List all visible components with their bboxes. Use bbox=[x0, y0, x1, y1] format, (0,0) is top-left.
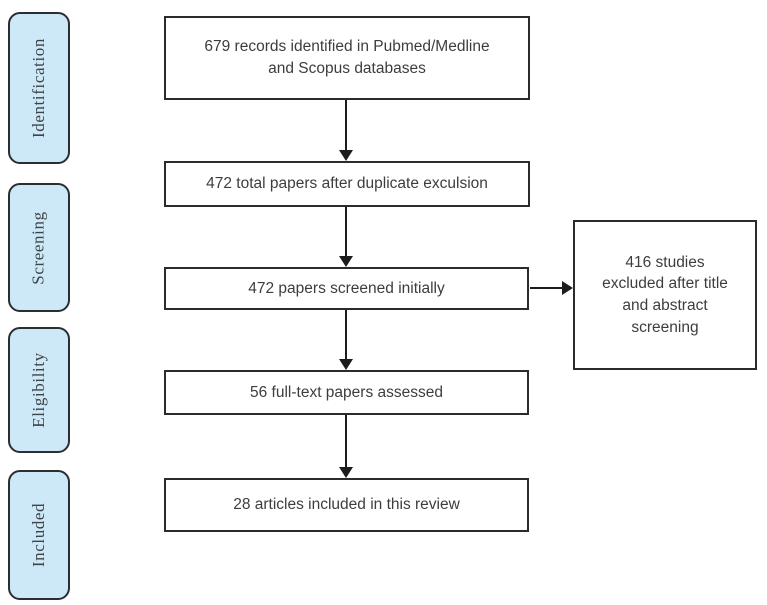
fulltext-assessed-text: 56 full-text papers assessed bbox=[250, 383, 443, 401]
flow-box-fulltext-assessed: 56 full-text papers assessed bbox=[164, 370, 529, 415]
arrow-screened-to-fulltext bbox=[345, 310, 347, 360]
arrow-identified-to-duplicates bbox=[345, 100, 347, 151]
stage-identification: Identification bbox=[8, 12, 70, 164]
excluded-studies-text: 416 studies excluded after title and abs… bbox=[602, 253, 728, 336]
stage-identification-label: Identification bbox=[29, 38, 49, 138]
arrow-duplicates-to-screened bbox=[345, 207, 347, 257]
arrow-fulltext-to-included bbox=[345, 415, 347, 468]
stage-screening: Screening bbox=[8, 183, 70, 312]
stage-screening-label: Screening bbox=[29, 210, 49, 285]
flow-box-articles-included: 28 articles included in this review bbox=[164, 478, 529, 532]
side-box-excluded-studies: 416 studies excluded after title and abs… bbox=[573, 220, 757, 370]
stage-eligibility-label: Eligibility bbox=[29, 352, 49, 428]
flow-box-after-duplicates: 472 total papers after duplicate exculsi… bbox=[164, 161, 530, 207]
stage-included-label: Included bbox=[29, 502, 48, 568]
after-duplicates-text: 472 total papers after duplicate exculsi… bbox=[206, 175, 488, 193]
stage-eligibility: Eligibility bbox=[8, 327, 70, 453]
arrow-screened-to-excluded bbox=[530, 287, 563, 289]
screened-initially-text: 472 papers screened initially bbox=[248, 279, 445, 297]
articles-included-text: 28 articles included in this review bbox=[233, 496, 460, 514]
flow-box-screened-initially: 472 papers screened initially bbox=[164, 267, 529, 310]
flow-box-records-identified: 679 records identified in Pubmed/Medline… bbox=[164, 16, 530, 100]
stage-included: Included bbox=[8, 470, 70, 600]
records-identified-text: 679 records identified in Pubmed/Medline… bbox=[204, 38, 490, 77]
